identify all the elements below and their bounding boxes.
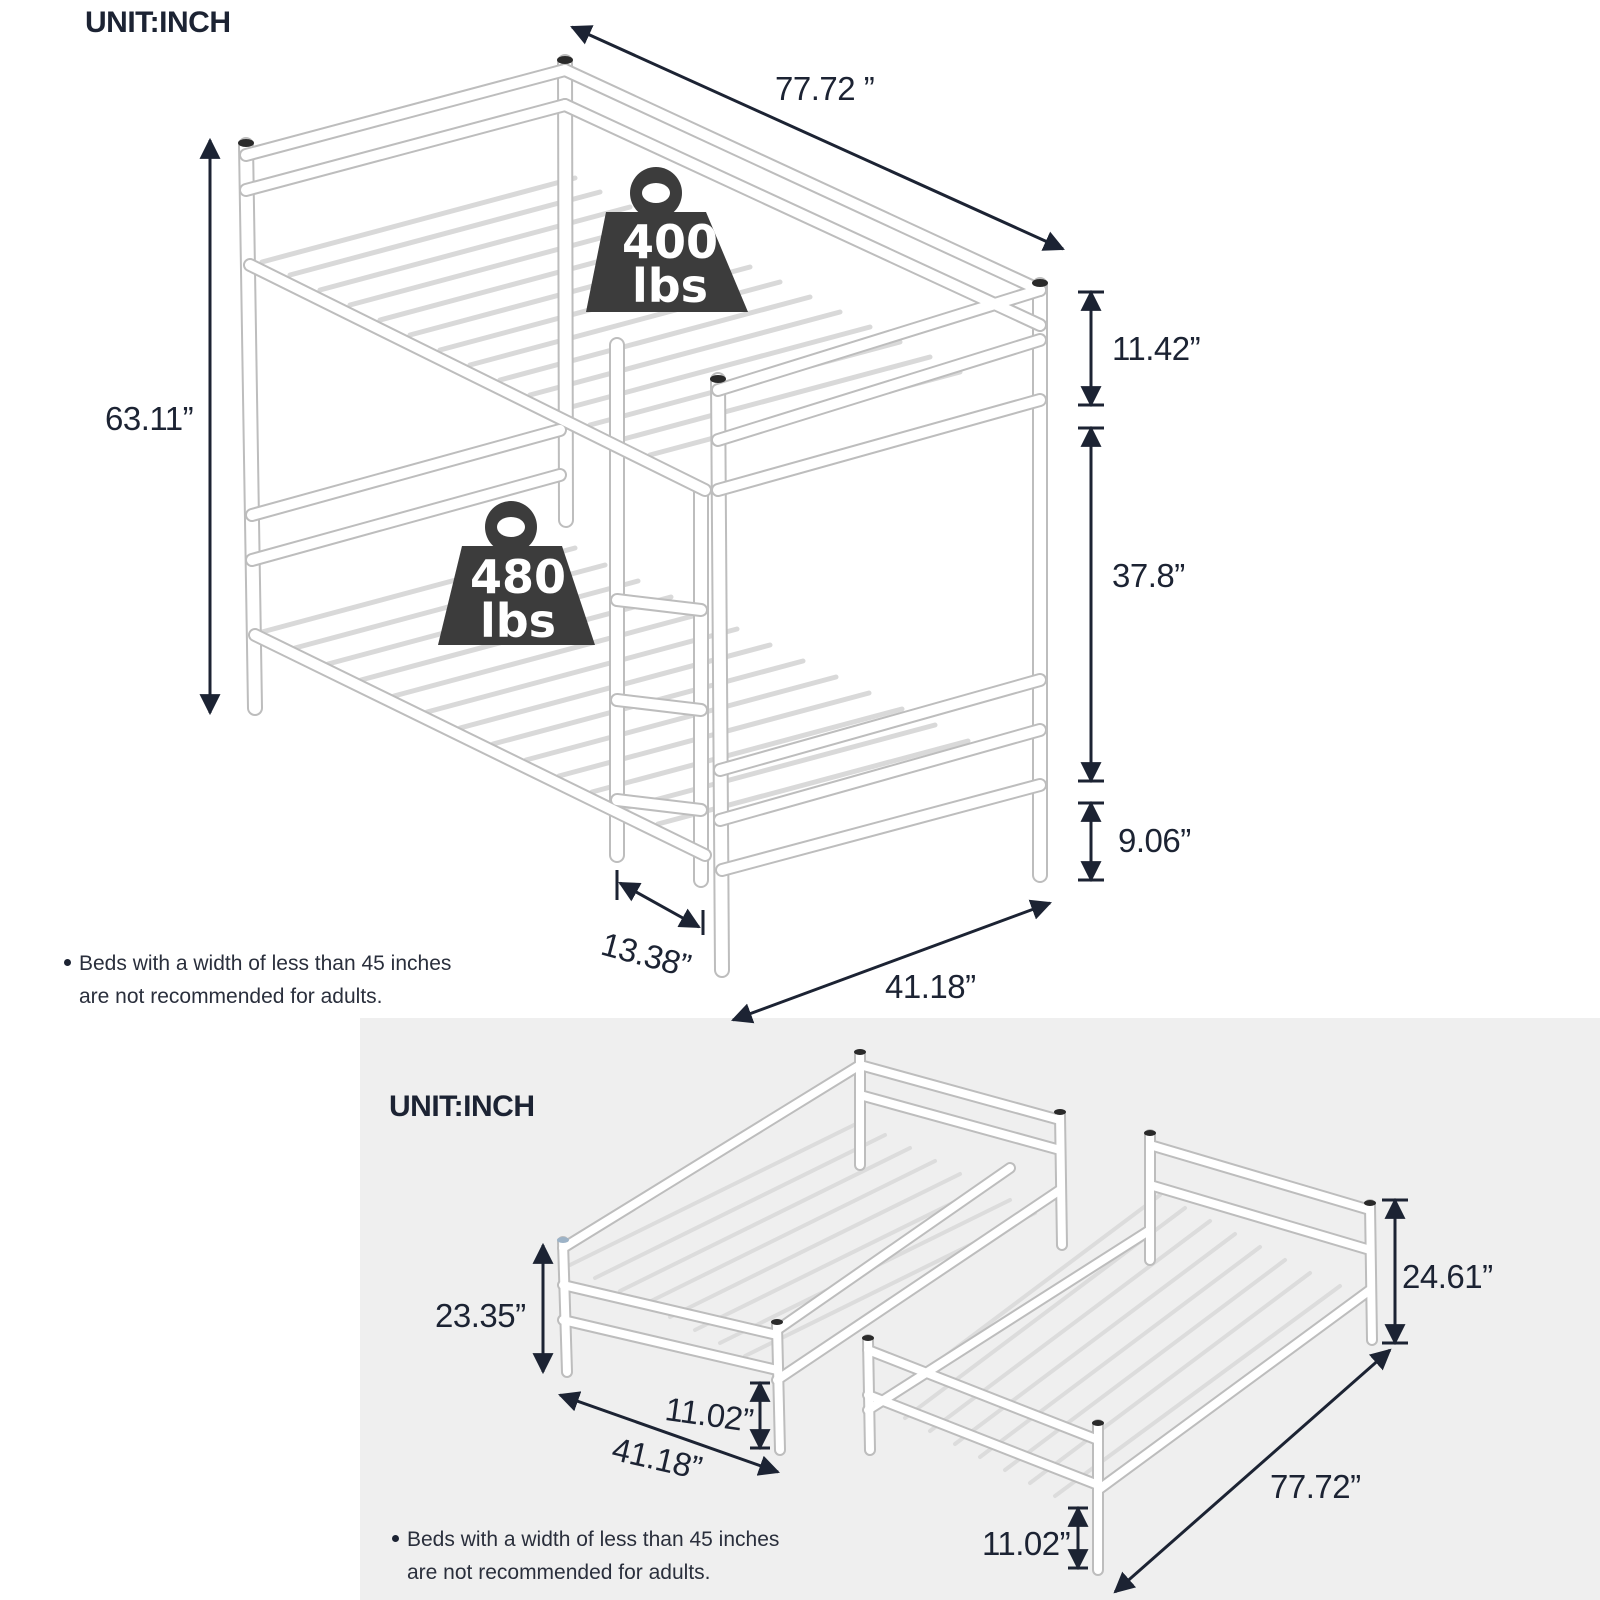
top-dimension-lines <box>199 25 1104 1024</box>
right-clearance-label: 11.02” <box>982 1525 1071 1562</box>
width-label: 41.18” <box>885 968 976 1005</box>
bunk-spacing-label: 37.8” <box>1112 557 1185 594</box>
left-width-arrow <box>558 1391 780 1476</box>
top-guardrail-label: 11.42” <box>1112 330 1201 367</box>
separated-bed-right <box>862 1129 1378 1576</box>
ladder-width-arrow <box>618 881 701 929</box>
width-arrow <box>731 899 1052 1024</box>
separated-bed-left <box>557 1049 1068 1456</box>
right-length-arrow <box>1113 1348 1392 1594</box>
total-height-label: 63.11” <box>105 400 194 437</box>
weight-tag-bottom <box>438 501 595 645</box>
unit-label-bottom: UNIT:INCH <box>389 1090 535 1123</box>
bottom-clearance-label: 9.06” <box>1118 822 1191 859</box>
adult-warning-note-top: Beds with a width of less than 45 inches… <box>64 947 451 1013</box>
weight-top-unit: lbs <box>632 259 708 313</box>
right-length-label: 77.72” <box>1270 1468 1361 1505</box>
bullet-icon <box>64 958 71 966</box>
weight-bottom-value: 480 <box>470 550 566 604</box>
left-height-label: 23.35” <box>435 1297 526 1334</box>
note-line-1: Beds with a width of less than 45 inches <box>79 952 452 975</box>
right-height-label: 24.61” <box>1402 1258 1493 1295</box>
adult-warning-note-bottom: Beds with a width of less than 45 inches… <box>392 1523 779 1589</box>
note-line-1: Beds with a width of less than 45 inches <box>407 1528 780 1551</box>
length-label: 77.72 ” <box>775 70 875 107</box>
bottom-dimension-lines <box>532 1197 1408 1594</box>
unit-label-top: UNIT:INCH <box>85 6 231 39</box>
note-line-2: are not recommended for adults. <box>407 1561 711 1584</box>
note-line-2: are not recommended for adults. <box>79 985 383 1008</box>
bullet-icon <box>392 1534 399 1542</box>
weight-bottom-unit: lbs <box>480 594 556 648</box>
length-arrow <box>570 25 1065 251</box>
